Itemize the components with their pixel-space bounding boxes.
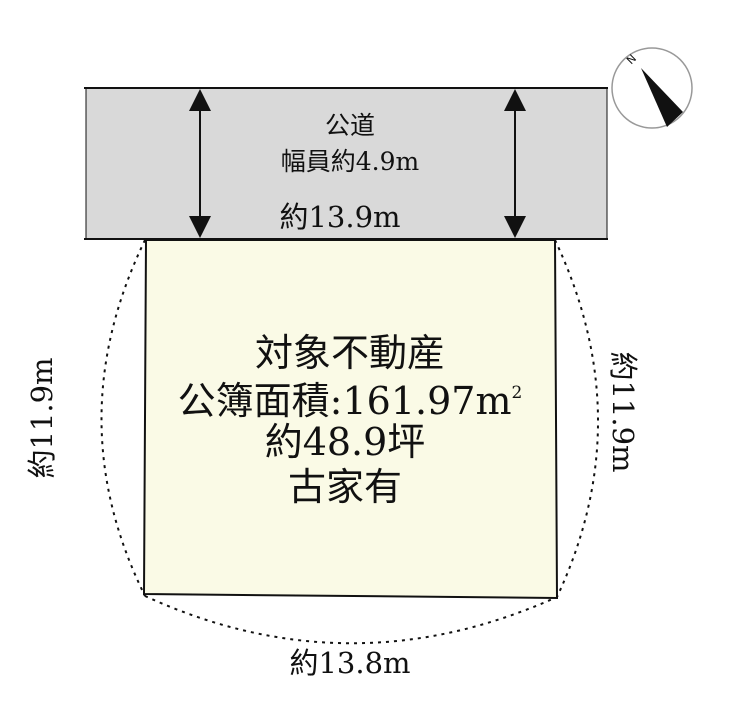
road-area (86, 88, 607, 239)
dimension-arcs (100, 239, 599, 645)
road-name: 公道 (325, 111, 375, 140)
compass-needle-icon (641, 68, 683, 127)
lot-area: 公簿面積:161.97m2 (178, 379, 523, 423)
road-frontage-label: 約13.9m (279, 200, 400, 234)
dimension-left: 約11.9m (25, 357, 59, 478)
arc-bottom (144, 595, 558, 645)
lot-area-unit-sup: 2 (512, 383, 523, 403)
lot-area-value: 公簿面積:161.97 (178, 379, 476, 423)
lot-boundary (142, 239, 559, 600)
arc-right (554, 239, 599, 598)
dimension-right: 約11.9m (606, 351, 640, 472)
road-width-arrow-left (189, 89, 211, 238)
arc-left (100, 239, 146, 597)
road-width-label: 幅員約4.9m (281, 147, 420, 176)
compass: N (611, 47, 693, 129)
road-width-arrow-right (504, 89, 526, 238)
lot-tsubo: 約48.9坪 (265, 420, 426, 464)
lot-note: 古家有 (288, 465, 402, 509)
road: 公道 幅員約4.9m 約13.9m (84, 87, 608, 240)
lot-title: 対象不動産 (255, 331, 445, 375)
dimension-bottom: 約13.8m (289, 646, 410, 680)
lot-area-unit: m (475, 379, 511, 423)
lot: 対象不動産 公簿面積:161.97m2 約48.9坪 古家有 (142, 239, 559, 600)
